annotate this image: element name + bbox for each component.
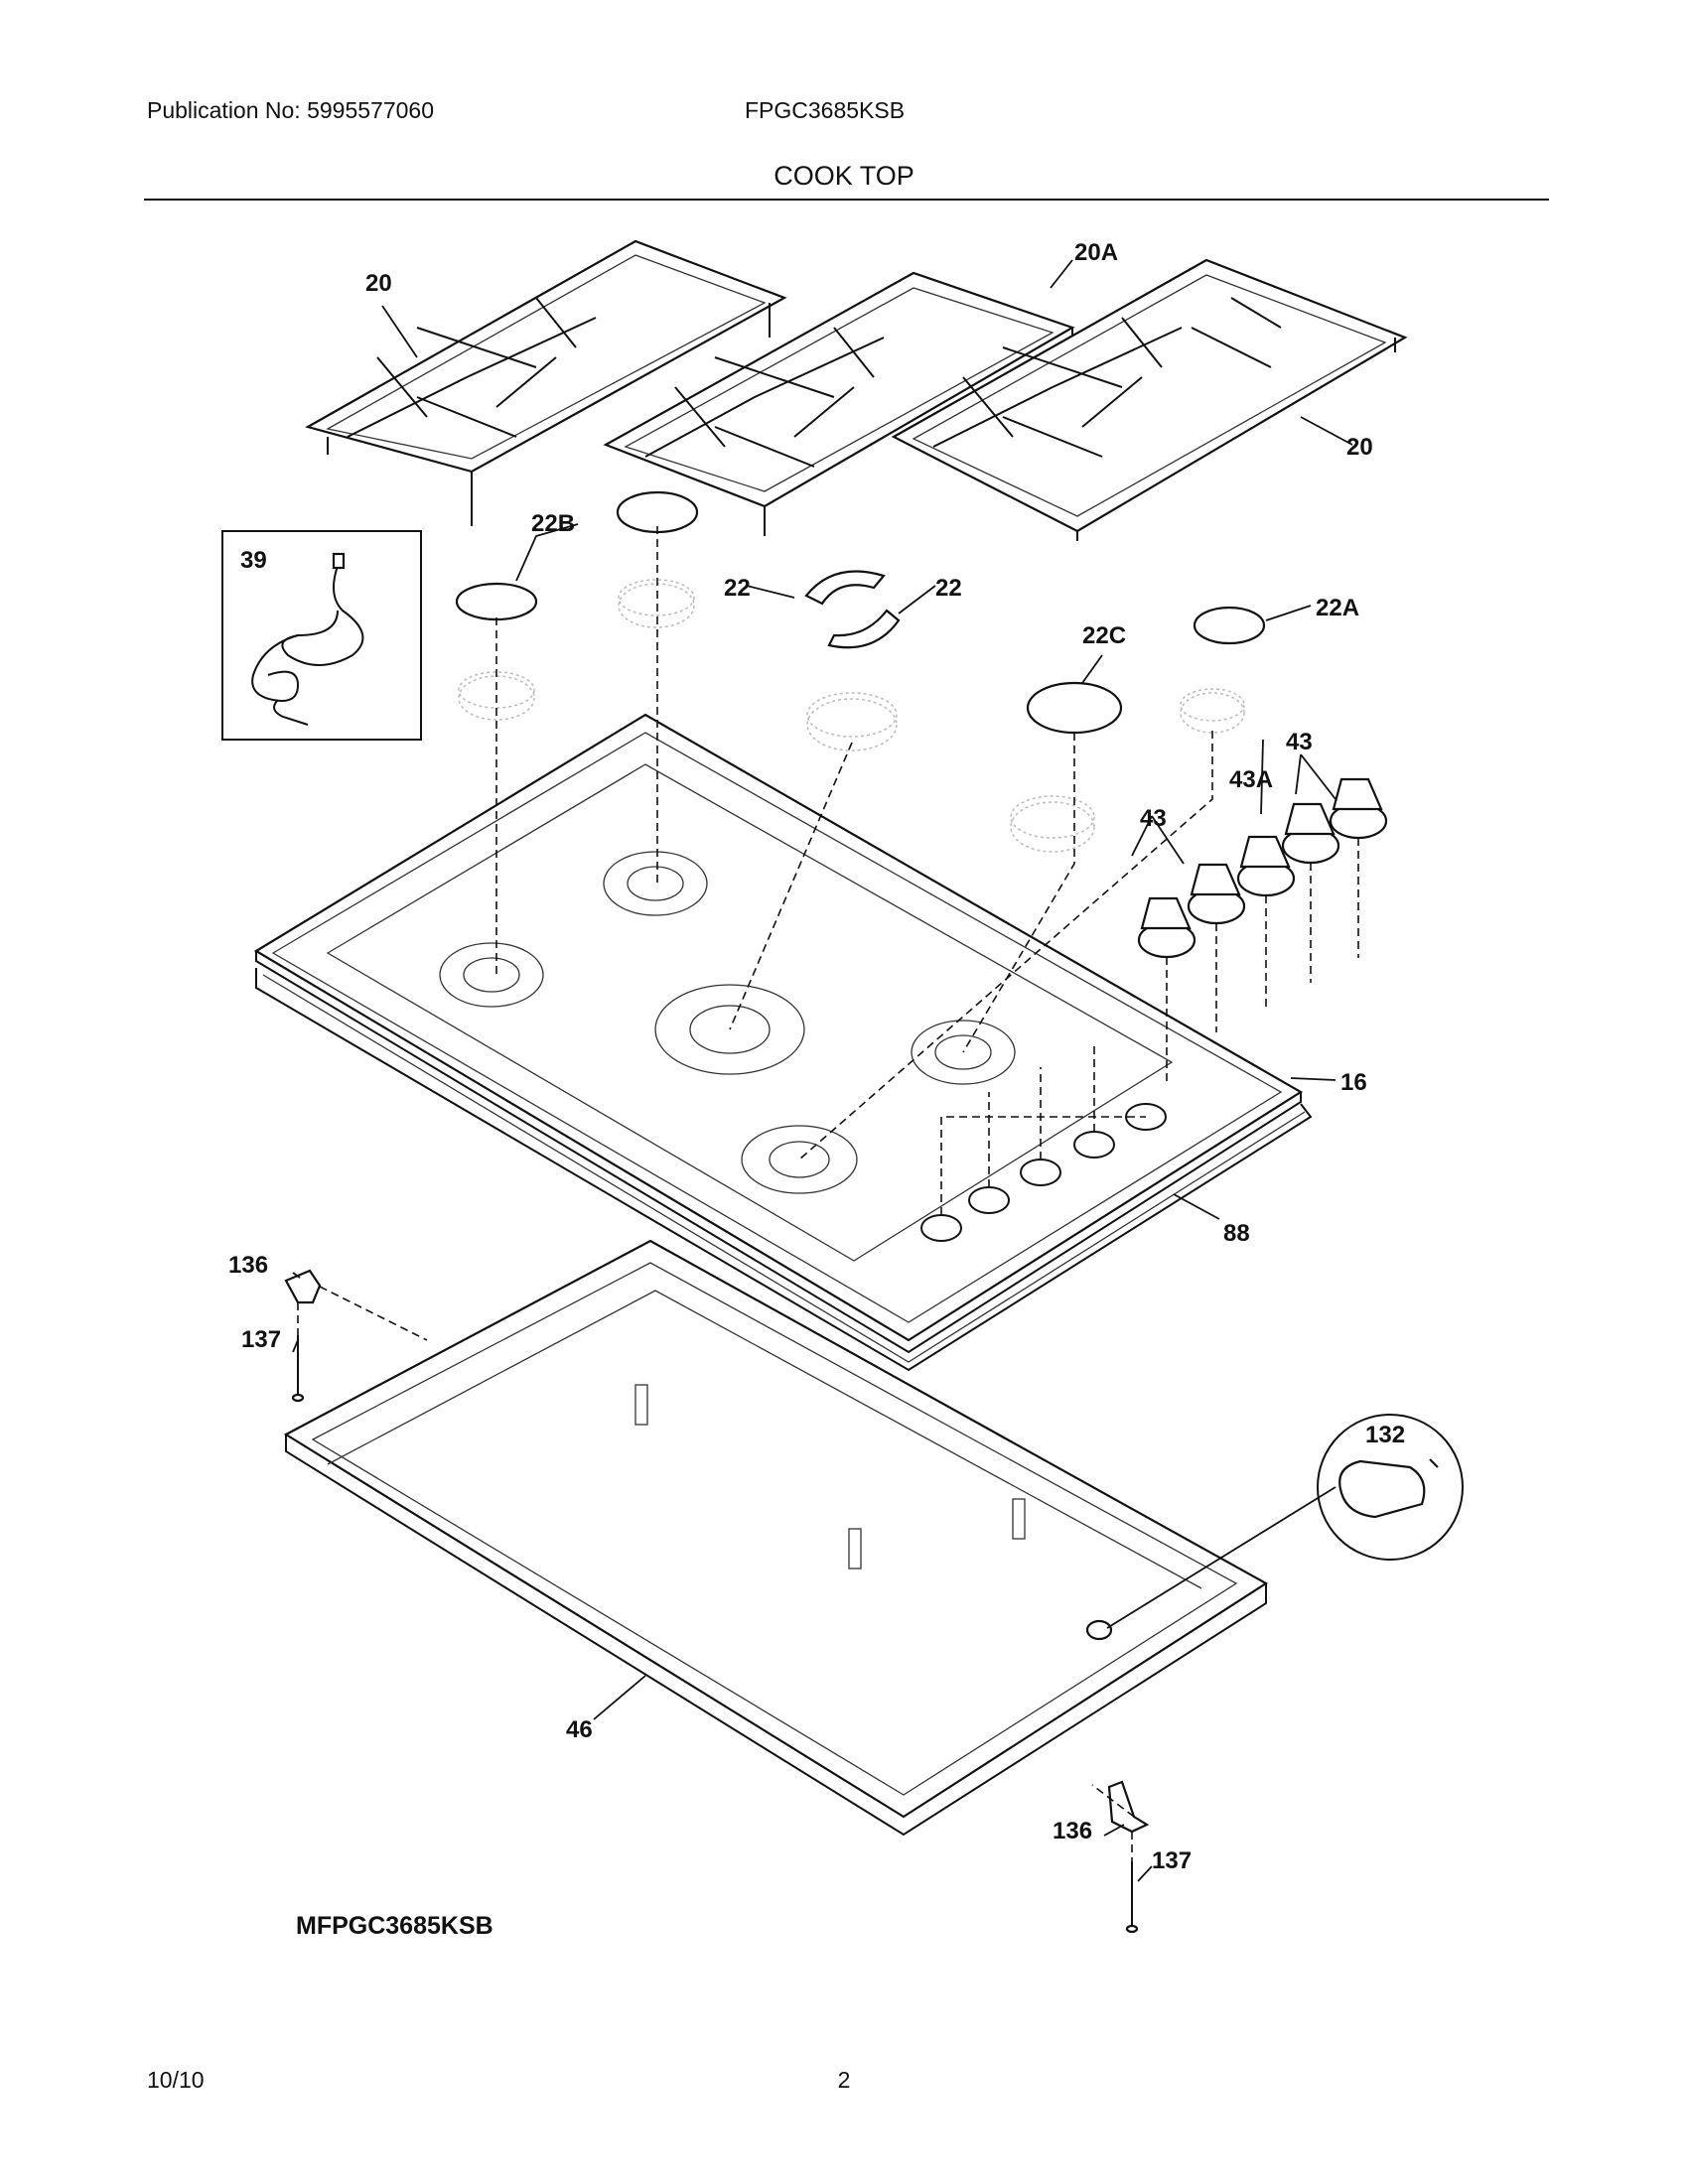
part-label: 46 [566,1716,593,1743]
grate-left [305,239,787,526]
burner-box [283,1239,1269,1837]
burner-head [1010,795,1095,853]
burner-head [458,671,535,721]
burner-cap-22-half-a [804,570,886,606]
mounting-bracket [1107,1780,1150,1834]
part-label: 22 [724,575,751,602]
section-title: COOK TOP [774,161,914,191]
page-number: 2 [837,2067,851,2093]
part-label: 22 [935,575,962,602]
part-label: 132 [1365,1422,1405,1448]
part-label: 20 [1346,434,1373,461]
igniter-switch-132 [1085,1619,1113,1641]
part-label: 22B [531,510,575,537]
model-number: FPGC3685KSB [745,97,906,123]
burner-head [806,692,898,751]
burner-cap-22b-lower [455,582,538,621]
part-label: 39 [240,547,267,574]
igniter-inset [1317,1414,1464,1561]
control-knob [1281,802,1340,865]
control-knob [1236,835,1296,897]
part-label: 20 [365,270,392,297]
part-label: 136 [228,1252,268,1279]
burner-head [618,579,695,628]
footer-date: 10/10 [147,2067,205,2093]
screw [291,1335,305,1403]
part-label: 16 [1340,1069,1367,1096]
part-label: 137 [1152,1847,1192,1874]
part-label: 22C [1082,622,1126,649]
part-label: 88 [1223,1220,1250,1247]
part-label: 137 [241,1326,281,1353]
control-knob [1187,863,1246,925]
part-label: 136 [1053,1818,1092,1844]
part-label: 43A [1229,766,1273,793]
burner-cap-22c [1026,681,1123,735]
grate-right [891,258,1408,541]
mounting-bracket [284,1269,322,1304]
gasket [255,968,1313,1372]
burner-cap-22a [1193,606,1266,645]
screw [1125,1861,1139,1934]
publication-number: Publication No: 5995577060 [147,97,435,123]
control-knob [1137,896,1196,959]
part-label: 22A [1316,595,1359,621]
cooktop-top [253,713,1304,1354]
header-rule [144,199,1549,201]
part-label: 43 [1140,805,1167,832]
burner-cap-22-half-b [827,609,901,649]
part-label: 43 [1286,729,1313,755]
power-cord-inset [221,530,422,741]
part-label: 20A [1074,239,1118,266]
diagram-model-label: MFPGC3685KSB [296,1912,493,1940]
control-knob [1329,777,1388,840]
burner-head [1180,688,1245,734]
